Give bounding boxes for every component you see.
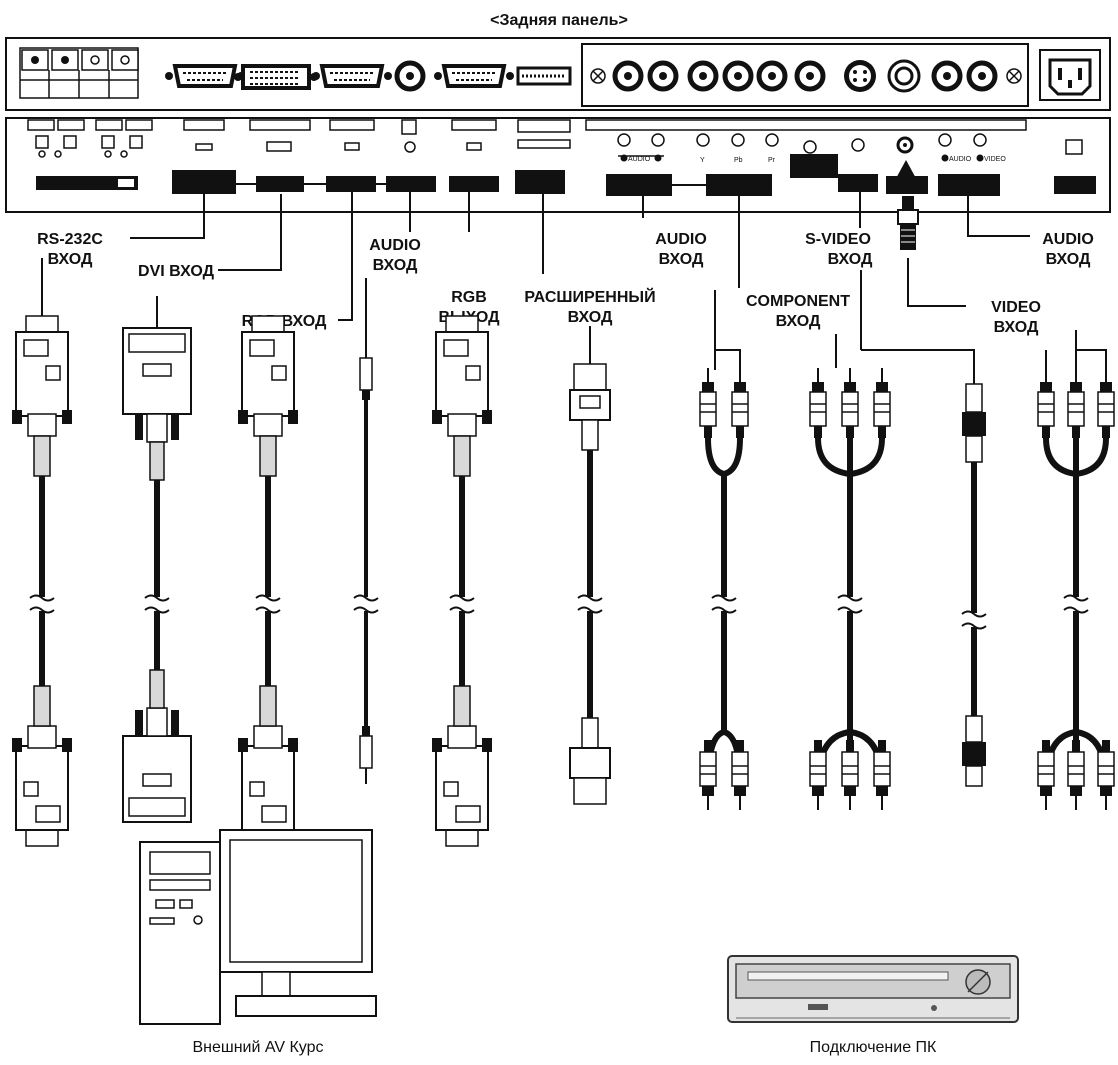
speaker-terminals bbox=[19, 47, 139, 99]
rgb-out-cable bbox=[431, 315, 493, 847]
component-rca-cable bbox=[809, 334, 891, 811]
rgb-out-port bbox=[432, 64, 516, 88]
svideo-cable bbox=[961, 383, 987, 787]
rear-panel-top bbox=[5, 37, 1111, 111]
rgb-in-port bbox=[310, 64, 394, 88]
rs232c-cable bbox=[11, 258, 73, 847]
audio-rca-cable bbox=[699, 290, 749, 811]
rs232c-port bbox=[163, 64, 247, 88]
panel-pb-mark: Pb bbox=[734, 157, 743, 164]
cables bbox=[11, 258, 1115, 847]
audio-in-port bbox=[397, 63, 423, 89]
pc-illustration bbox=[139, 829, 377, 1025]
panel-audio-mark-1: AUDIO bbox=[628, 156, 651, 163]
panel-audio-mark-2: AUDIO bbox=[949, 156, 972, 163]
panel-title: <Задняя панель> bbox=[490, 12, 628, 29]
caption-left: Внешний AV Курс bbox=[192, 1039, 323, 1056]
av-input-block bbox=[581, 43, 1029, 107]
caption-right: Подключение ПК bbox=[810, 1039, 937, 1056]
panel-y-mark: Y bbox=[700, 157, 705, 164]
dvi-port bbox=[234, 64, 318, 90]
extended-cable bbox=[569, 326, 611, 805]
extended-port bbox=[516, 66, 572, 86]
rear-panel-front: AUDIO Y Pb Pr AUDIO VIDEO bbox=[5, 117, 1111, 213]
power-inlet bbox=[1039, 49, 1101, 101]
panel-pr-mark: Pr bbox=[768, 157, 776, 164]
av-rca-cable bbox=[1037, 330, 1115, 811]
video-coax-plug bbox=[897, 196, 919, 250]
leader-lines bbox=[130, 192, 1030, 384]
label-dvi: DVI ВХОД bbox=[138, 263, 215, 280]
vcr-illustration bbox=[727, 955, 1019, 1023]
audio-minijack-cable bbox=[353, 278, 379, 784]
panel-video-mark: VIDEO bbox=[984, 156, 1006, 163]
rgb-in-cable bbox=[237, 315, 299, 847]
dvi-cable bbox=[122, 296, 192, 823]
